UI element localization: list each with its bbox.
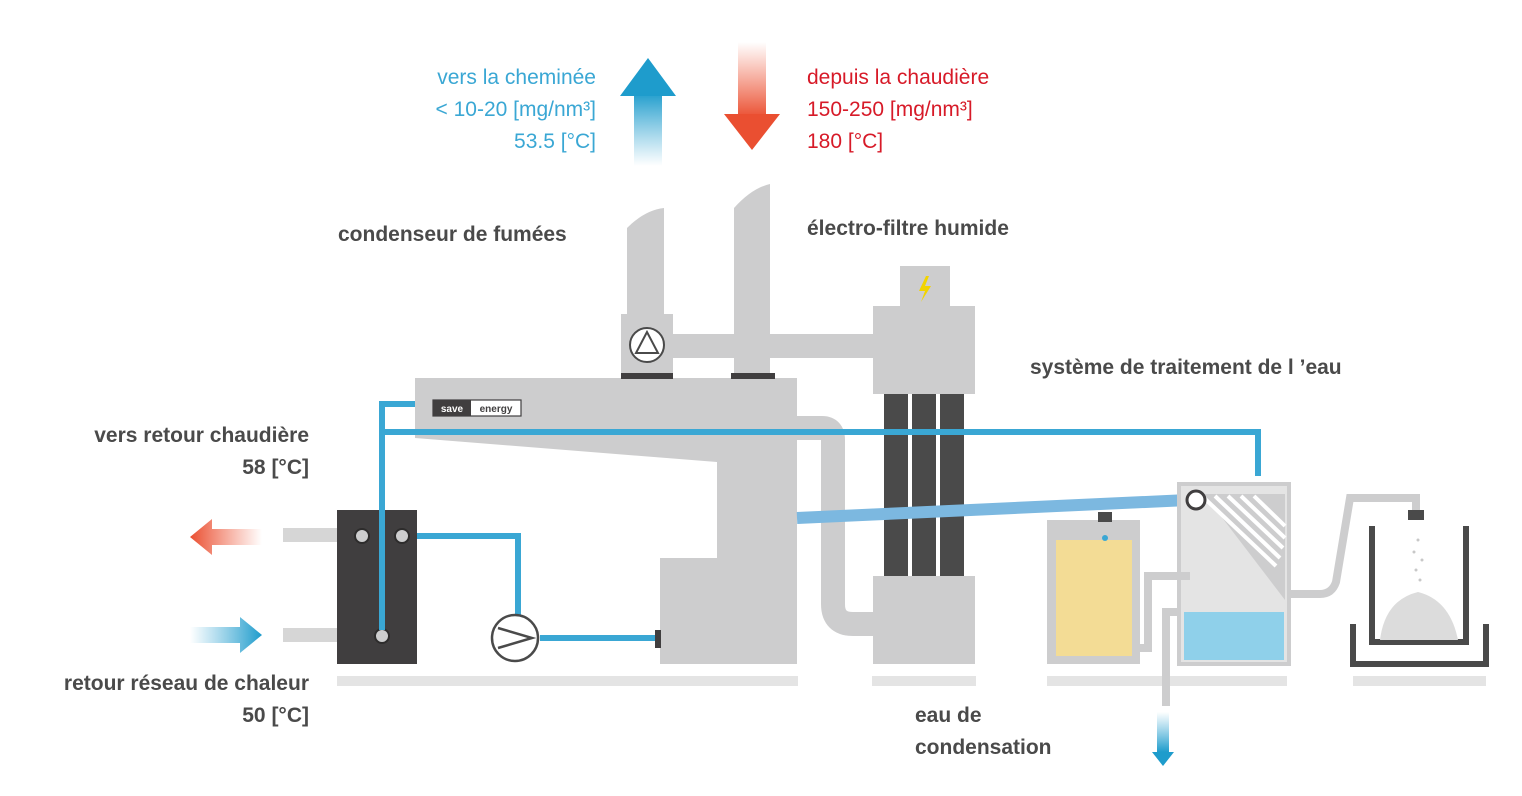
condensate-duct xyxy=(797,416,873,636)
condenser-label: condenseur de fumées xyxy=(338,223,567,246)
overflow-pipes xyxy=(1140,572,1190,706)
fan-box xyxy=(621,314,673,376)
condensate-drain-arrow xyxy=(1152,712,1174,766)
exhaust-up-arrow xyxy=(620,58,676,166)
condenser-unit xyxy=(415,373,797,664)
return-network-title: retour réseau de chaleur xyxy=(63,672,309,695)
return-boiler-title: vers retour chaudière xyxy=(94,424,309,447)
boiler-inlet-temp: 180 [°C] xyxy=(807,130,884,153)
to-boiler-return-arrow xyxy=(190,519,262,555)
return-boiler-label: vers retour chaudière 58 [°C] xyxy=(94,420,309,484)
stack-outlet-label: vers la cheminée < 10-20 [mg/nm³] 53.5 [… xyxy=(436,62,596,158)
network-return-arrow xyxy=(190,617,262,653)
electro-filter xyxy=(873,266,975,664)
return-boiler-temp: 58 [°C] xyxy=(242,456,309,479)
stack-outlet-temp: 53.5 [°C] xyxy=(514,130,596,153)
brand-word-save: save xyxy=(441,404,464,415)
filter-label: électro-filtre humide xyxy=(807,217,1009,240)
return-network-label: retour réseau de chaleur 50 [°C] xyxy=(64,668,309,732)
flue-duct xyxy=(673,334,873,358)
floor-lines xyxy=(337,676,1486,686)
condensate-line-2: condensation xyxy=(915,736,1052,759)
high-voltage-icon xyxy=(919,276,931,302)
brand-word-energy: energy xyxy=(480,404,513,415)
boiler-inlet-label: depuis la chaudière 150-250 [mg/nm³] 180… xyxy=(807,62,989,158)
circulation-pump xyxy=(490,613,540,663)
lamella-separator xyxy=(1177,482,1291,666)
pump-flange xyxy=(655,630,661,648)
sludge-feed-pipe xyxy=(1289,494,1420,598)
boiler-inlet-dust: 150-250 [mg/nm³] xyxy=(807,98,973,121)
stack-outlet-title: vers la cheminée xyxy=(437,66,596,89)
sludge-outlet xyxy=(1408,510,1424,520)
return-network-temp: 50 [°C] xyxy=(242,704,309,727)
flue-gas-down-arrow xyxy=(724,42,780,150)
stack-outlet-dust: < 10-20 [mg/nm³] xyxy=(435,98,596,121)
water-treatment-label: système de traitement de l ’eau xyxy=(1030,356,1342,379)
sludge-tank xyxy=(1047,512,1140,664)
condensate-line-1: eau de xyxy=(915,704,982,727)
sludge-container xyxy=(1350,526,1489,667)
boiler-inlet-title: depuis la chaudière xyxy=(807,66,990,89)
brand-badge: save energy xyxy=(432,399,522,417)
chimneys xyxy=(627,184,770,376)
heat-exchanger xyxy=(283,420,417,664)
condensate-label: eau de condensation xyxy=(915,700,1052,764)
